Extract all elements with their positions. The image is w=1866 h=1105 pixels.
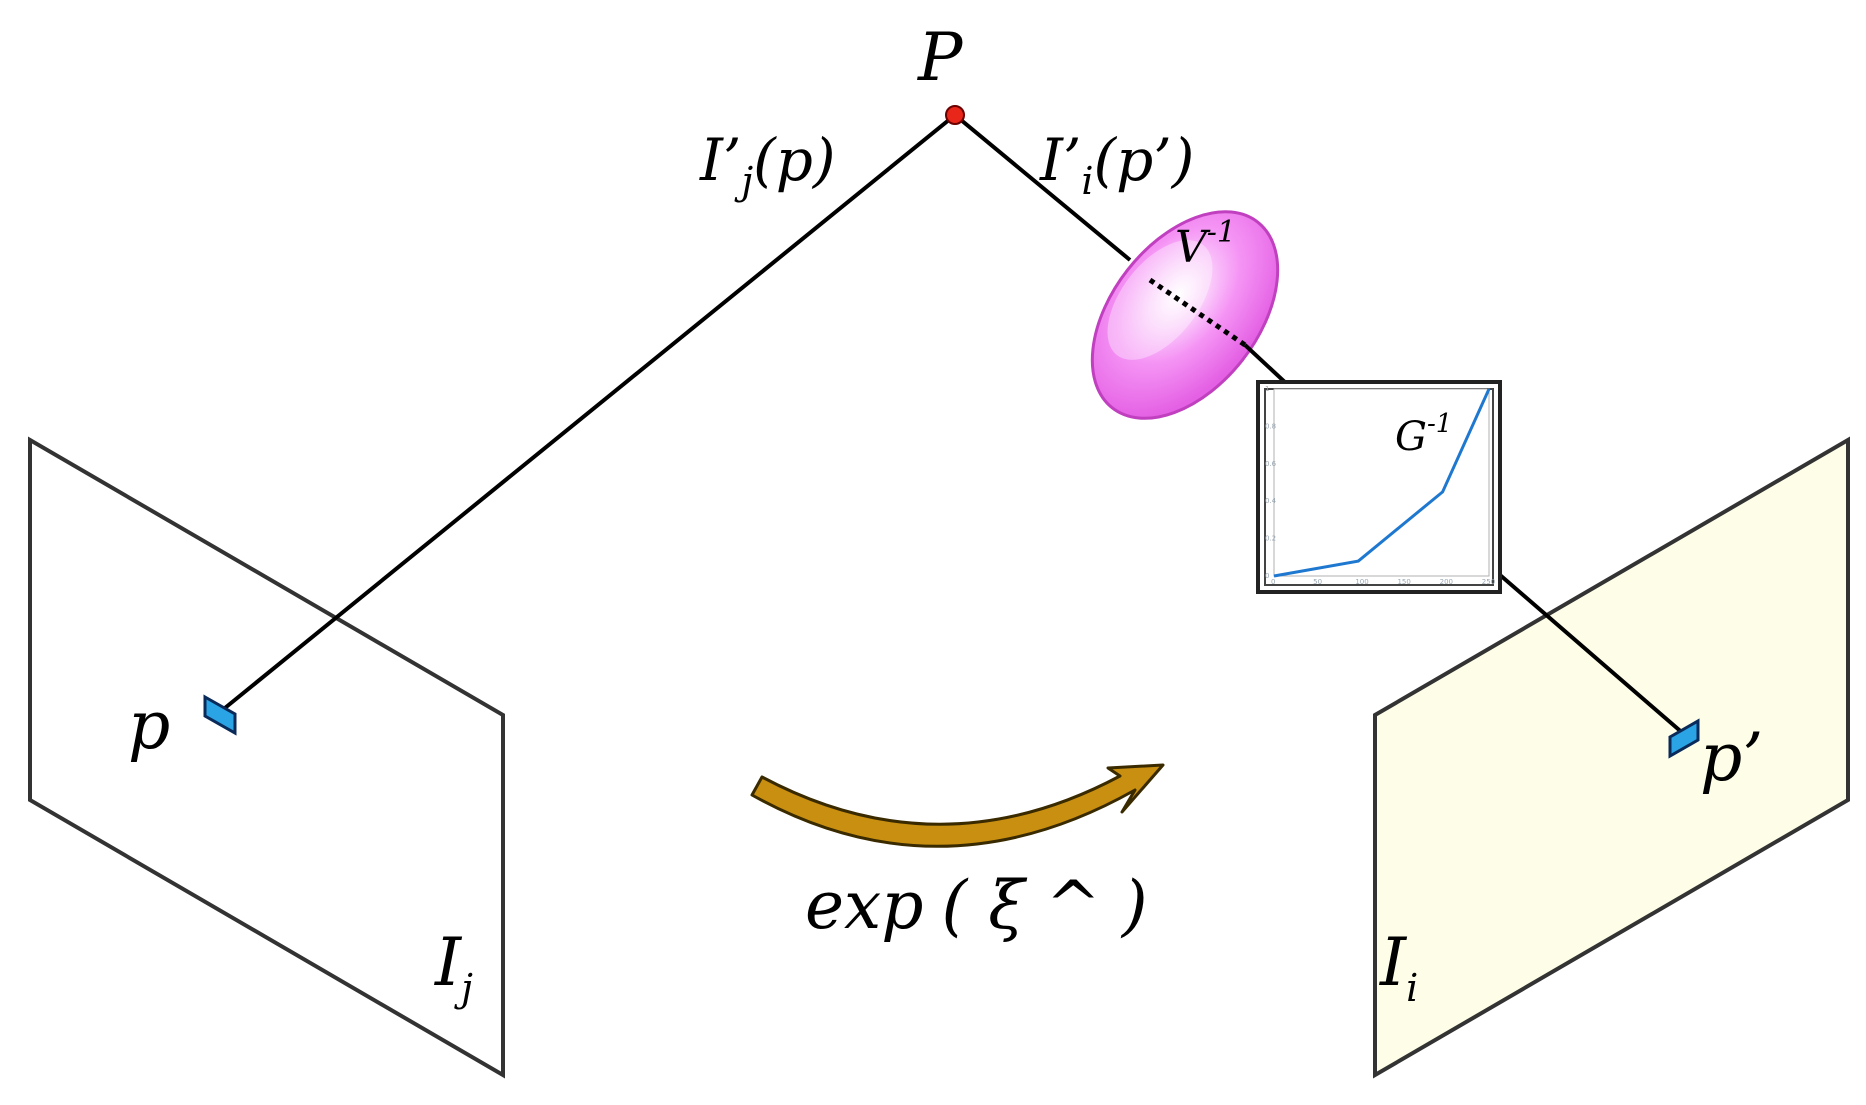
y-tick-label: 1 <box>1265 385 1269 393</box>
response-function-box: 0 0.2 0.4 0.6 0.8 1 0 50 100 150 200 250 <box>1256 380 1502 594</box>
label-left-ray: I’j(p) <box>699 126 836 203</box>
ray-left <box>218 113 957 714</box>
y-tick-label: 0.4 <box>1265 497 1277 505</box>
image-plane-left <box>28 436 505 1079</box>
x-tick-label: 50 <box>1313 578 1322 586</box>
x-tick-label: 250 <box>1482 578 1495 586</box>
label-image-i: Ii <box>1379 924 1418 1010</box>
y-tick-label: 0.2 <box>1265 535 1276 543</box>
label-response: G-1 <box>1395 409 1452 460</box>
label-transform: exp( ξ ^ ) <box>805 867 1148 944</box>
y-tick-label: 0 <box>1265 572 1269 580</box>
y-tick-label: 0.6 <box>1265 460 1277 468</box>
image-plane-right <box>1373 436 1850 1079</box>
label-right-ray: I’i(p’) <box>1039 126 1194 203</box>
pixel-p <box>203 694 237 736</box>
label-vignette: V-1 <box>1175 215 1236 273</box>
label-P: P <box>917 19 964 96</box>
label-pixel-p: p <box>128 687 170 764</box>
x-tick-label: 100 <box>1355 578 1368 586</box>
pixel-p-prime <box>1668 718 1700 759</box>
transform-arrow <box>750 763 1165 848</box>
point-P <box>945 105 965 125</box>
response-curve <box>1273 388 1491 578</box>
label-image-j: Ij <box>434 924 473 1010</box>
label-pixel-p-prime: p’ <box>1700 719 1763 796</box>
x-tick-label: 150 <box>1397 578 1410 586</box>
ray-right-upper <box>953 113 1132 262</box>
y-tick-label: 0.8 <box>1265 422 1276 430</box>
vignette-lens <box>1090 210 1280 420</box>
x-tick-label: 200 <box>1440 578 1453 586</box>
ray-response-to-pixel <box>1498 573 1687 737</box>
ray-lens-to-response <box>1243 343 1290 387</box>
x-tick-label: 0 <box>1271 578 1275 586</box>
